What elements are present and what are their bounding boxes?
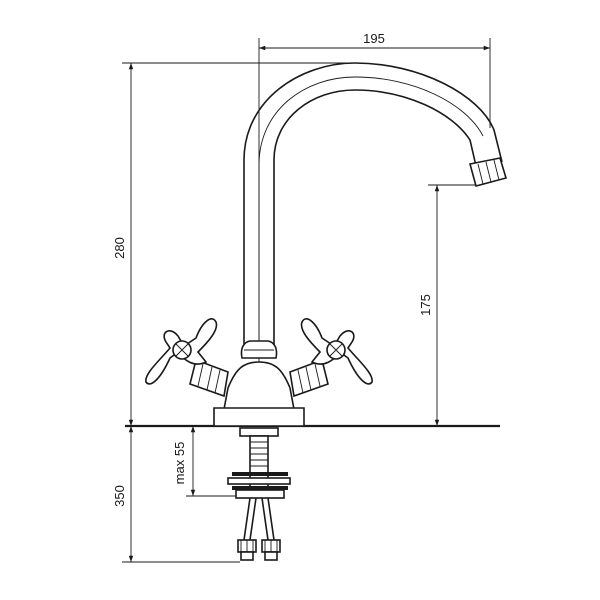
spout: [243, 62, 508, 348]
right-cross-handle: [289, 318, 373, 398]
spout-height-label: 175: [418, 294, 433, 316]
right-supply-hose: [261, 497, 281, 561]
mount-depth-label: max 55: [172, 442, 187, 485]
mounting-assembly: [227, 427, 291, 499]
faucet-body: [213, 361, 305, 427]
dimension-total-height: 280: [112, 62, 355, 426]
spout-reach-label: 195: [363, 31, 385, 46]
dimension-hose-length: 350: [112, 426, 240, 563]
hose-length-label: 350: [112, 485, 127, 507]
left-cross-handle: [145, 318, 229, 398]
total-height-label: 280: [112, 237, 127, 259]
dimension-spout-height: 175: [418, 184, 478, 426]
left-supply-hose: [237, 497, 257, 561]
dimension-mount-depth: max 55: [172, 426, 240, 497]
spout-collar: [240, 340, 278, 359]
